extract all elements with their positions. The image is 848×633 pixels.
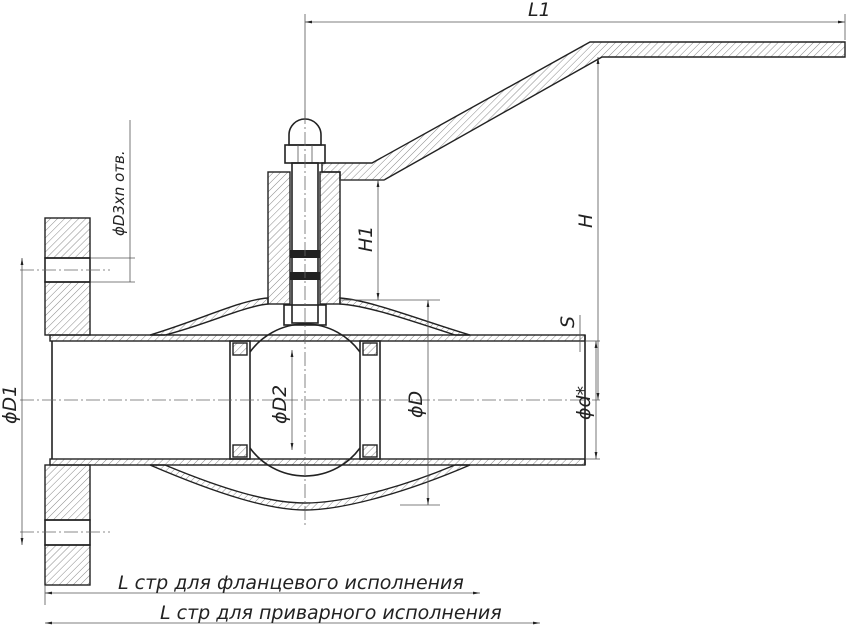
body-lower xyxy=(149,464,471,511)
label-L1: L1 xyxy=(528,0,551,21)
label-H1: H1 xyxy=(355,226,377,252)
body-upper xyxy=(149,297,269,336)
pipe-lower-wall xyxy=(49,458,586,466)
label-D: ϕD xyxy=(405,391,427,418)
stem-housing-left xyxy=(267,171,291,305)
pipe-upper-wall xyxy=(49,334,586,342)
stem-cap xyxy=(288,118,322,146)
flange-top xyxy=(44,217,91,259)
label-L-welded: L стр для приварного исполнения xyxy=(160,602,502,624)
label-D2: ϕD2 xyxy=(269,385,291,424)
label-D3: ϕD3xn отв. xyxy=(110,150,128,236)
label-L-flanged: L стр для фланцевого исполнения xyxy=(118,572,464,594)
stem-housing-right xyxy=(319,171,341,305)
flange-bottom xyxy=(44,464,91,521)
bolt-hole-bottom xyxy=(44,519,91,546)
handle-lever xyxy=(321,41,846,181)
label-H: H xyxy=(575,214,597,228)
label-d: ϕd* xyxy=(573,386,595,420)
label-D1: ϕD1 xyxy=(0,385,21,424)
label-S: S xyxy=(557,316,579,328)
